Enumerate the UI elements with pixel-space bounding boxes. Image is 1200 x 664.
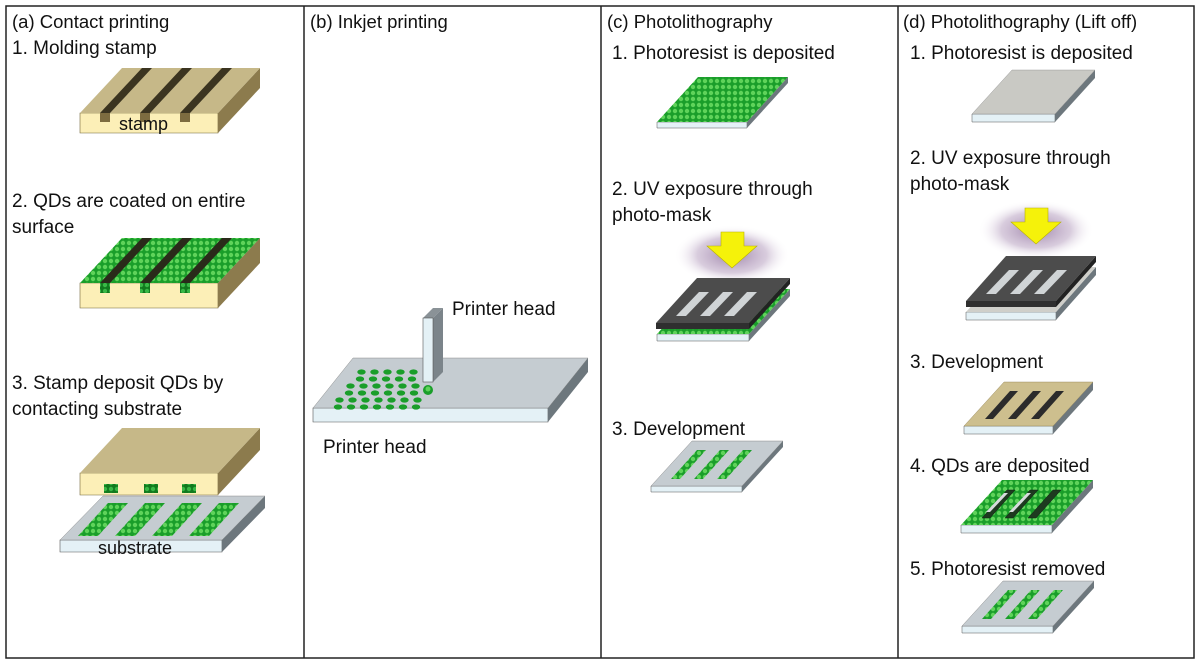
panel-d-title: (d) Photolithography (Lift off) (903, 11, 1138, 32)
printer-head-label-bottom: Printer head (323, 437, 427, 458)
ink-dot (400, 397, 409, 403)
ink-dot (372, 383, 381, 389)
ink-dot (387, 397, 396, 403)
panel-d-step-4: 4. QDs are deposited (910, 456, 1090, 477)
ink-dot (396, 390, 406, 396)
ink-dot (383, 390, 393, 396)
ink-dot (383, 369, 392, 375)
ink-dot (394, 376, 404, 382)
ink-dot (370, 390, 380, 396)
panel-d-step-3: 3. Development (910, 352, 1044, 373)
panel-a-step-2: 2. QDs are coated on entire (12, 191, 246, 212)
panel-c-step-2-cont: photo-mask (612, 205, 712, 226)
ink-dot (407, 376, 417, 382)
ink-dot (361, 397, 370, 403)
ink-dot (359, 383, 368, 389)
qd-coated-stamp-illustration (79, 238, 260, 309)
photoresist-removed-illustration-d (961, 580, 1095, 634)
ink-dot (413, 397, 422, 403)
panel-c-title: (c) Photolithography (607, 11, 773, 32)
ink-dot (368, 376, 378, 382)
ink-dot (344, 390, 354, 396)
panel-c-step-3: 3. Development (612, 419, 746, 440)
ink-dot (385, 383, 394, 389)
printer-head-label-top: Printer head (452, 299, 556, 320)
ink-dot (355, 376, 365, 382)
qds-deposited-illustration-d (960, 480, 1093, 534)
ink-dot (385, 404, 395, 410)
ink-dot (396, 369, 405, 375)
ink-dot (370, 369, 379, 375)
ink-dot (398, 383, 407, 389)
ink-dot (409, 369, 418, 375)
panel-a-step-3: 3. Stamp deposit QDs by (12, 373, 224, 394)
inkjet-illustration (312, 308, 589, 423)
panel-d-step-1: 1. Photoresist is deposited (910, 43, 1133, 64)
substrate-label: substrate (98, 538, 173, 558)
panel-a-step-3-cont: contacting substrate (12, 399, 183, 420)
ink-dot (411, 404, 421, 410)
stamp-on-substrate-illustration (59, 428, 266, 553)
panel-borders (5, 5, 1195, 659)
panel-c-step-2: 2. UV exposure through (612, 179, 813, 200)
panel-b-title: (b) Inkjet printing (310, 11, 448, 32)
ink-dot (359, 404, 369, 410)
photoresist-deposited-illustration-d (971, 69, 1096, 123)
ink-dot (357, 369, 366, 375)
ink-dot (372, 404, 382, 410)
molding-stamp-illustration (79, 68, 260, 134)
panel-d-step-2-cont: photo-mask (910, 174, 1010, 195)
ink-dot (357, 390, 367, 396)
panel-d-step-2: 2. UV exposure through (910, 148, 1111, 169)
ink-dot (411, 383, 420, 389)
ink-dot (333, 404, 343, 410)
stamp-label: stamp (119, 114, 169, 134)
panel-a-step-1: 1. Molding stamp (12, 38, 157, 59)
development-illustration-c (650, 440, 784, 493)
ink-dot (381, 376, 391, 382)
ink-dot (348, 397, 357, 403)
ink-dot (346, 383, 355, 389)
development-illustration-d (963, 381, 1094, 435)
panel-c-step-1: 1. Photoresist is deposited (612, 43, 835, 64)
ink-dot (346, 404, 356, 410)
panel-a-title: (a) Contact printing (12, 11, 170, 32)
panel-a-step-2-cont: surface (12, 217, 75, 238)
panel-d-step-5: 5. Photoresist removed (910, 559, 1106, 580)
ink-dot (374, 397, 383, 403)
ink-dot (409, 390, 419, 396)
photoresist-deposited-illustration-c (656, 77, 788, 129)
uv-exposure-illustration-c (656, 225, 790, 342)
ink-dot (335, 397, 344, 403)
uv-exposure-illustration-d (965, 200, 1096, 321)
ink-dot (398, 404, 408, 410)
ink-dots (333, 369, 422, 410)
